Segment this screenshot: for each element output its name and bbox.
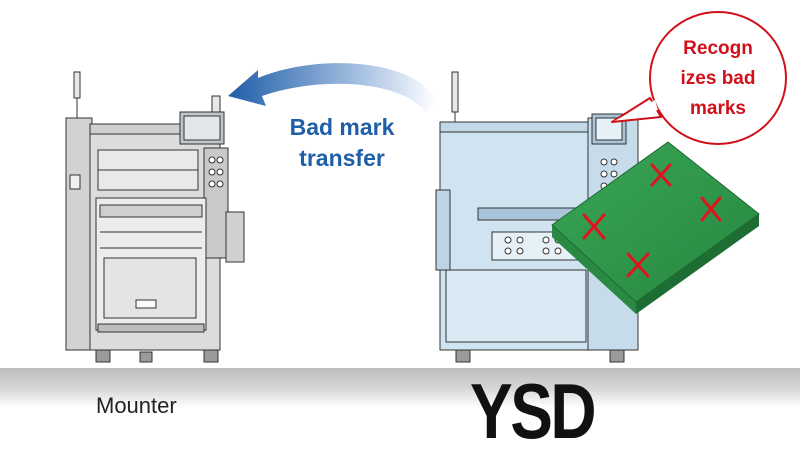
mounter-label: Mounter	[96, 393, 177, 418]
transfer-arrow	[228, 63, 436, 112]
transfer-label-line1: Bad mark	[289, 114, 395, 140]
bubble-line2: izes bad	[680, 68, 756, 89]
bubble-line3: marks	[690, 98, 746, 119]
x-mark	[700, 196, 722, 222]
bubble-line1: Recogn	[683, 38, 753, 59]
floor	[0, 368, 800, 408]
ysd-label: YSD	[470, 367, 597, 455]
pcb-board	[551, 141, 760, 314]
speech-bubble-text: Recogn izes bad marks	[662, 34, 774, 124]
x-mark	[626, 252, 650, 278]
x-mark	[582, 213, 606, 240]
bad-mark-transfer-label: Bad mark transfer	[268, 112, 416, 174]
mounter-machine	[65, 71, 245, 363]
transfer-label-line2: transfer	[299, 145, 385, 171]
speech-bubble	[611, 11, 787, 145]
x-mark	[650, 163, 672, 187]
